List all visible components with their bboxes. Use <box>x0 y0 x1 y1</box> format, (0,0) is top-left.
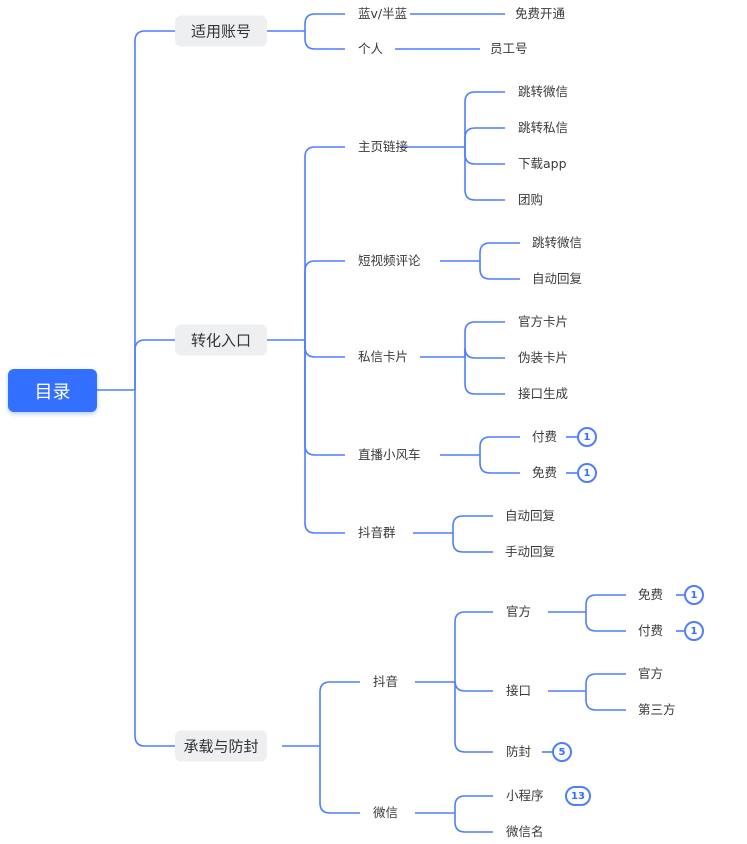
count-badge[interactable]: 1 <box>577 427 597 447</box>
node-free-open[interactable]: 免费开通 <box>515 6 566 21</box>
branch-conversion-entry[interactable]: 转化入口 <box>175 324 267 356</box>
node-list-item[interactable]: 伪装卡片 <box>518 350 569 365</box>
node-employee-account[interactable]: 员工号 <box>490 41 528 56</box>
connector-line <box>464 347 505 359</box>
node-list-item[interactable]: 跳转微信 <box>532 235 583 250</box>
node-list-item[interactable]: 自动回复 <box>532 271 583 286</box>
node-blue-v[interactable]: 蓝v/半蓝 <box>358 6 408 21</box>
node-list-item[interactable]: 手动回复 <box>505 544 556 559</box>
count-badge[interactable]: 1 <box>684 621 704 641</box>
node-wechat[interactable]: 微信 <box>373 805 399 820</box>
connector-line <box>464 147 505 165</box>
node-wechat-name[interactable]: 微信名 <box>506 824 544 839</box>
connector-line <box>585 594 626 612</box>
node-list-item[interactable]: 付费 <box>532 429 558 444</box>
node-short-video-comment[interactable]: 短视频评论 <box>358 253 421 268</box>
connector-line <box>464 127 505 147</box>
node-personal[interactable]: 个人 <box>358 41 384 56</box>
connector-line <box>464 147 505 201</box>
connector-line <box>464 321 505 357</box>
connector-line <box>452 533 493 553</box>
node-list-item[interactable]: 接口生成 <box>518 386 569 401</box>
connector-line <box>304 260 345 340</box>
count-badge[interactable]: 1 <box>684 585 704 605</box>
count-badge[interactable]: 5 <box>552 742 572 762</box>
node-list-item[interactable]: 跳转微信 <box>518 84 569 99</box>
branch-applicable-accounts[interactable]: 适用账号 <box>175 15 267 47</box>
node-list-item[interactable]: 官方卡片 <box>518 314 569 329</box>
node-live-windmill[interactable]: 直播小风车 <box>358 447 421 462</box>
node-list-item[interactable]: 官方 <box>638 666 664 681</box>
node-anti-ban[interactable]: 防封 <box>506 744 532 759</box>
connector-line <box>585 612 626 632</box>
count-badge[interactable]: 1 <box>577 463 597 483</box>
node-list-item[interactable]: 团购 <box>518 192 544 207</box>
connector-line <box>454 813 493 833</box>
node-douyin[interactable]: 抖音 <box>373 674 399 689</box>
connector-line <box>134 339 175 390</box>
connector-line <box>454 611 493 682</box>
node-list-item[interactable]: 自动回复 <box>505 508 556 523</box>
connector-line <box>454 795 493 813</box>
connector-line <box>304 340 345 534</box>
connector-line <box>304 13 345 31</box>
connector-line <box>134 390 175 747</box>
node-douyin-group[interactable]: 抖音群 <box>358 525 396 540</box>
connector-line <box>304 340 345 358</box>
connector-line <box>585 673 626 691</box>
node-interface[interactable]: 接口 <box>506 683 532 698</box>
connector-line <box>479 436 520 455</box>
node-dm-card[interactable]: 私信卡片 <box>358 349 409 364</box>
connector-line <box>454 680 493 692</box>
node-mini-program[interactable]: 小程序 <box>506 788 544 803</box>
connector-line <box>319 746 360 814</box>
connector-line <box>585 691 626 711</box>
node-list-item[interactable]: 下载app <box>518 156 567 171</box>
node-list-item[interactable]: 跳转私信 <box>518 120 569 135</box>
connector-line <box>479 242 520 261</box>
connector-line <box>464 357 505 395</box>
connector-line <box>452 515 493 533</box>
node-list-item[interactable]: 免费 <box>532 465 558 480</box>
connector-line <box>479 261 520 280</box>
count-badge[interactable]: 13 <box>565 786 591 806</box>
connector-line <box>134 30 175 390</box>
connector-line <box>454 682 493 753</box>
connector-line <box>304 31 345 50</box>
connector-line <box>464 91 505 147</box>
connector-line <box>319 681 360 746</box>
node-list-item[interactable]: 免费 <box>638 587 664 602</box>
node-homepage-link[interactable]: 主页链接 <box>358 139 409 154</box>
connector-line <box>479 455 520 474</box>
node-list-item[interactable]: 付费 <box>638 623 664 638</box>
root-node[interactable]: 目录 <box>8 369 97 412</box>
node-list-item[interactable]: 第三方 <box>638 702 676 717</box>
branch-carrying-anti-ban[interactable]: 承载与防封 <box>175 730 267 762</box>
node-official[interactable]: 官方 <box>506 604 532 619</box>
connector-line <box>304 146 345 340</box>
